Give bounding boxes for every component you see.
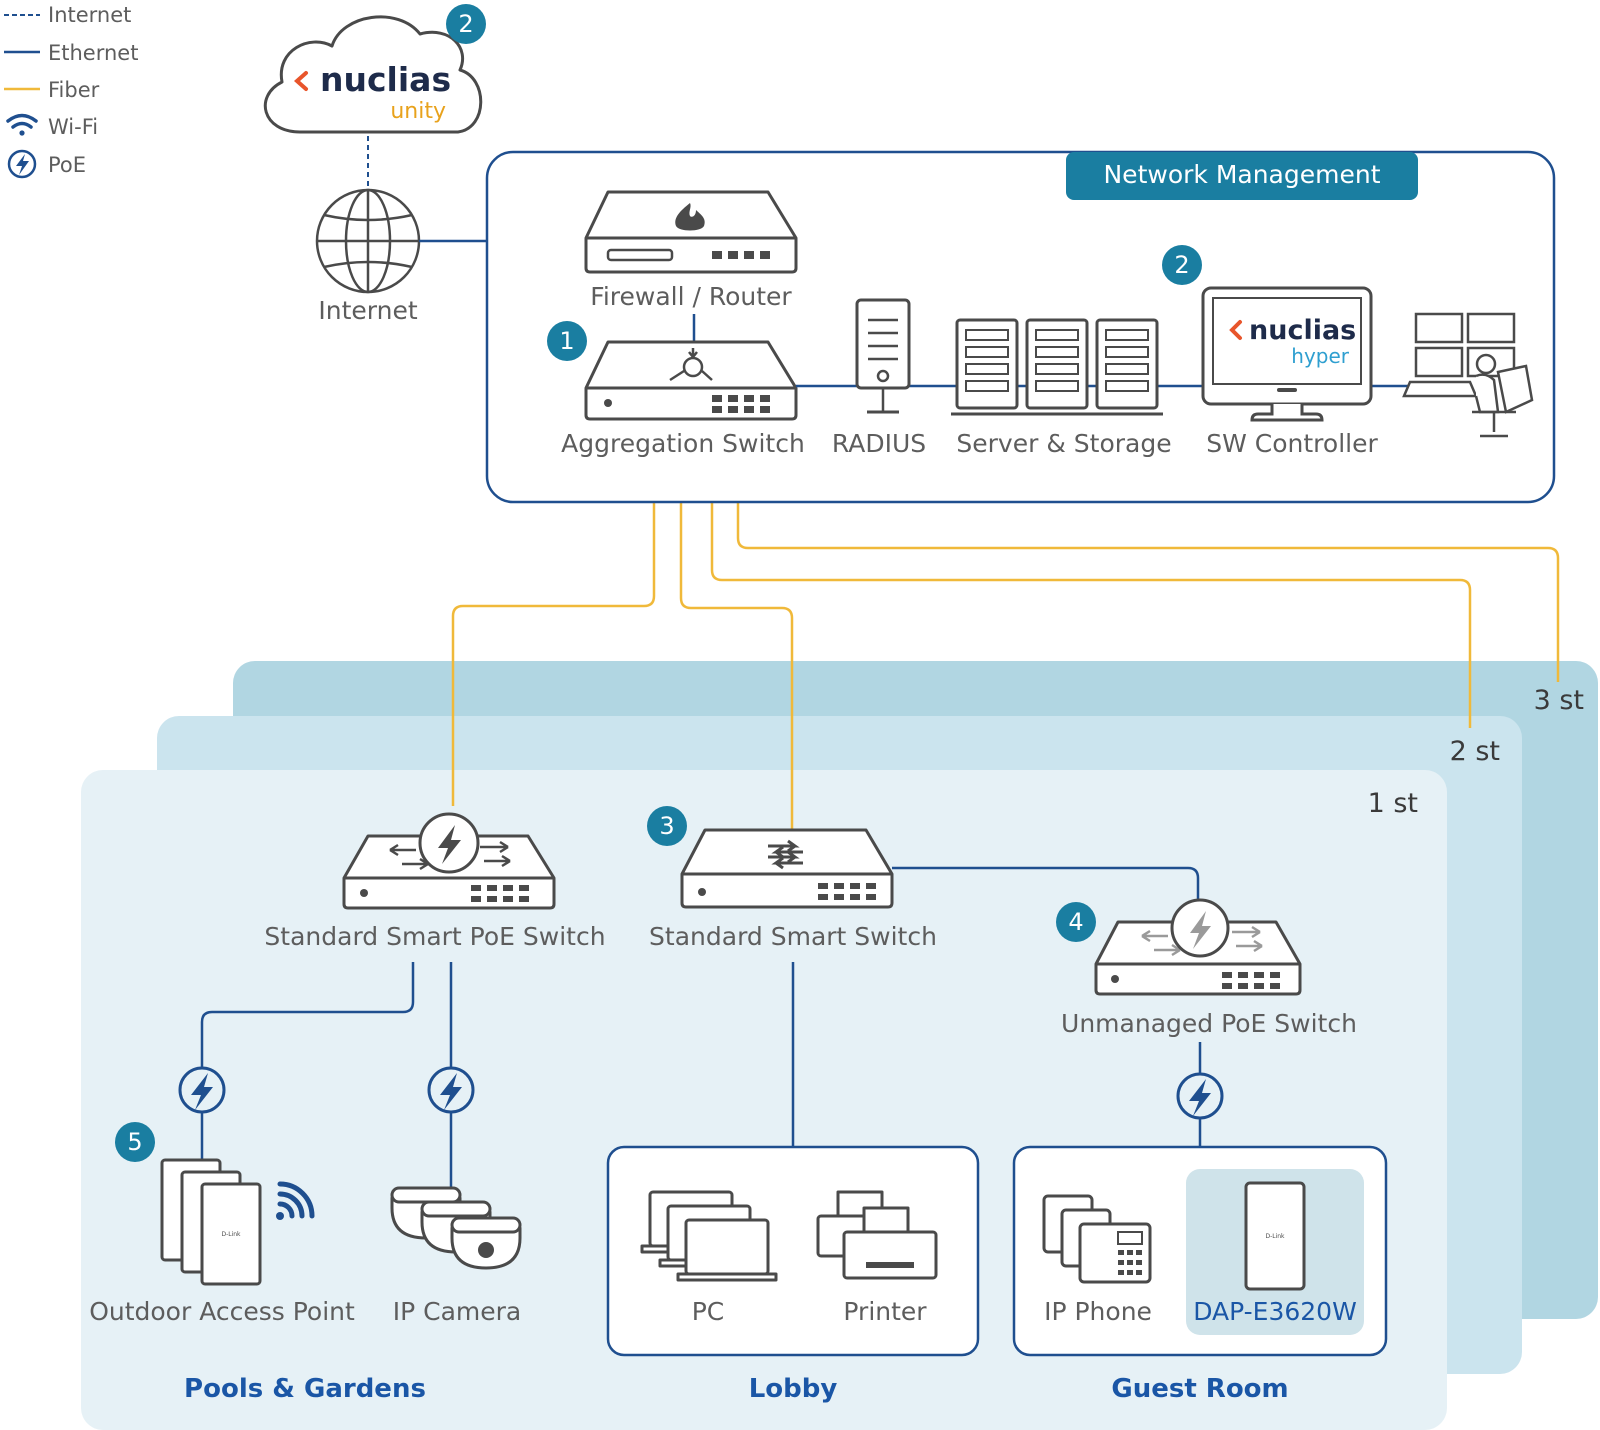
svg-text:4: 4 <box>1068 908 1083 936</box>
hyper-sub: hyper <box>1291 344 1350 368</box>
outdoor-access-point-icon: D-Link <box>160 1158 262 1286</box>
nuclias-hyper-logo-icon <box>1229 320 1242 340</box>
svg-text:2: 2 <box>1174 251 1189 279</box>
aggregation-switch-label: Aggregation Switch <box>561 429 805 458</box>
ip-camera-label: IP Camera <box>393 1297 522 1326</box>
nuclias-logo-icon <box>293 71 308 91</box>
ip-phone-label: IP Phone <box>1044 1297 1152 1326</box>
ip-camera-icon <box>390 1186 522 1270</box>
badge-controller: 2 <box>1162 245 1202 285</box>
radius-server-icon <box>855 298 911 414</box>
badge-smart-switch: 3 <box>647 806 687 846</box>
cloud-sub: unity <box>390 99 446 124</box>
legend-internet: Internet <box>48 3 131 27</box>
dap-brand-mark: D-Link <box>1265 1233 1285 1240</box>
floor-3-label: 3 st <box>1534 685 1584 716</box>
badge-aggregation: 1 <box>547 321 587 361</box>
poe-bolt-icon <box>1176 1072 1224 1120</box>
internet-label: Internet <box>318 296 417 325</box>
network-management-tab <box>1066 152 1418 200</box>
ethernet-poe-to-ap <box>200 962 415 1166</box>
legend-fiber: Fiber <box>48 78 100 102</box>
server-storage-label: Server & Storage <box>956 429 1171 458</box>
pc-icon <box>640 1190 778 1282</box>
globe-icon <box>315 188 421 294</box>
svg-text:2: 2 <box>458 10 473 38</box>
sw-controller-label: SW Controller <box>1206 429 1378 458</box>
legend-wifi: Wi-Fi <box>48 115 98 139</box>
smart-switch-label: Standard Smart Switch <box>649 922 937 951</box>
wifi-icon <box>6 113 38 136</box>
access-point-label: Outdoor Access Point <box>89 1297 355 1326</box>
pc-label: PC <box>692 1297 725 1326</box>
printer-icon <box>816 1190 938 1280</box>
standard-smart-poe-switch-icon <box>342 812 556 910</box>
printer-label: Printer <box>843 1297 927 1326</box>
ap-brand-mark: D-Link <box>221 1231 241 1238</box>
nuclias-unity-cloud: nuclias unity <box>263 15 483 134</box>
sw-controller-monitor-icon: nuclias hyper <box>1201 286 1373 422</box>
badge-unmanaged-switch: 4 <box>1056 902 1096 942</box>
cloud-brand: nuclias <box>320 60 451 99</box>
unmanaged-switch-label: Unmanaged PoE Switch <box>1061 1009 1357 1038</box>
fiber-line-smart-switch <box>679 474 794 836</box>
fiber-line-floor-3 <box>736 474 1560 682</box>
zone-pools-gardens: Pools & Gardens <box>184 1374 426 1404</box>
ethernet-smart-to-unmanaged <box>892 866 1200 900</box>
standard-smart-switch-icon <box>680 828 894 909</box>
fiber-line-poe-switch <box>451 474 656 806</box>
floor-1-label: 1 st <box>1368 788 1418 819</box>
svg-text:1: 1 <box>559 327 574 355</box>
legend-ethernet: Ethernet <box>48 41 138 65</box>
unmanaged-poe-switch-icon <box>1094 898 1302 996</box>
dap-access-point-icon: D-Link <box>1244 1181 1306 1291</box>
wifi-signal-icon <box>276 1181 315 1220</box>
badge-cloud: 2 <box>446 4 486 44</box>
zone-lobby: Lobby <box>749 1374 838 1404</box>
svg-text:3: 3 <box>659 812 674 840</box>
poe-switch-label: Standard Smart PoE Switch <box>264 922 605 951</box>
svg-text:5: 5 <box>127 1128 142 1156</box>
firewall-router-icon <box>584 190 798 274</box>
badge-access-point: 5 <box>115 1122 155 1162</box>
server-storage-icon <box>951 318 1163 416</box>
hyper-brand: nuclias <box>1249 315 1356 346</box>
operator-workstation-icon <box>1402 312 1534 438</box>
legend: Internet Ethernet Fiber Wi-Fi PoE <box>4 3 138 179</box>
poe-bolt-icon <box>178 1066 226 1114</box>
poe-icon <box>7 149 37 179</box>
aggregation-switch-icon <box>584 340 798 421</box>
radius-label: RADIUS <box>832 429 926 458</box>
legend-poe: PoE <box>48 153 86 177</box>
dap-label: DAP-E3620W <box>1193 1297 1357 1326</box>
fiber-line-floor-2 <box>710 474 1472 728</box>
ip-phone-icon <box>1042 1194 1152 1284</box>
floor-2-label: 2 st <box>1450 736 1500 767</box>
poe-bolt-icon <box>427 1066 475 1114</box>
firewall-label: Firewall / Router <box>590 282 792 311</box>
network-management-title: Network Management <box>1103 160 1380 189</box>
zone-guest-room: Guest Room <box>1111 1374 1288 1404</box>
